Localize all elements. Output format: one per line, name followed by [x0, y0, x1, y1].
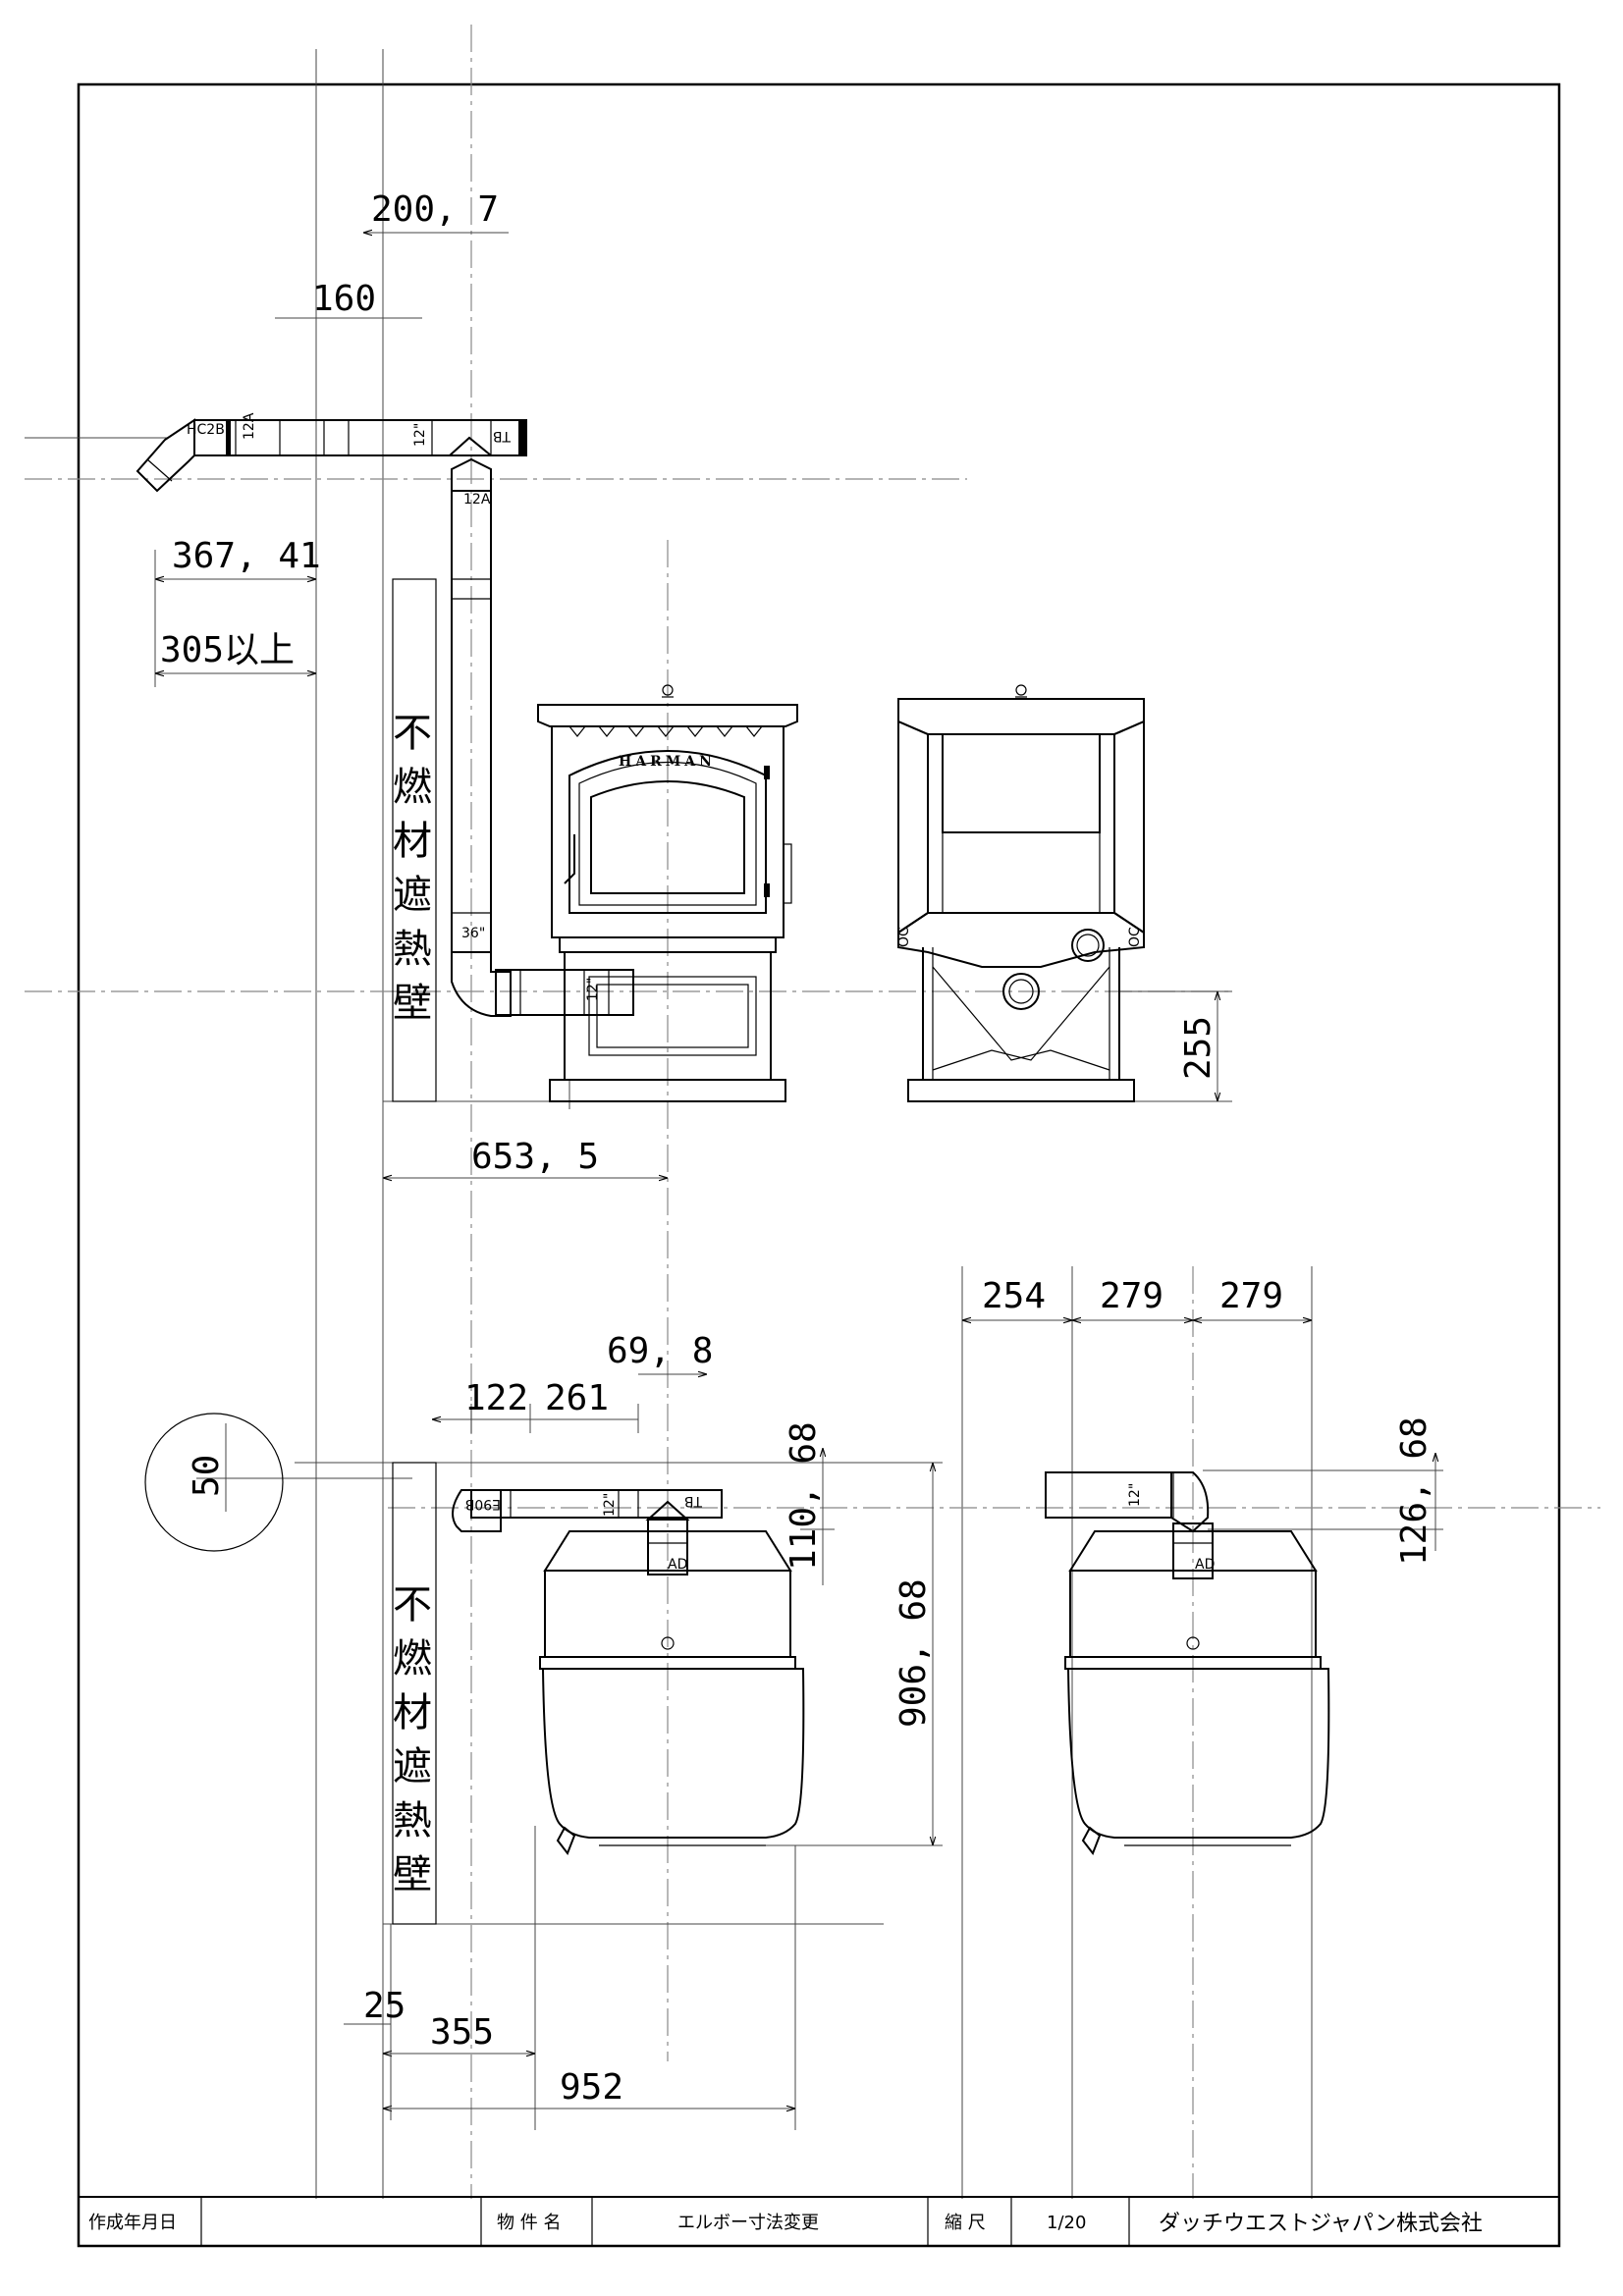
dim-126-68: 126, 68 [1394, 1416, 1434, 1566]
dim-367-41: 367, 41 [172, 536, 321, 576]
label-ad-2: AD [1195, 1557, 1215, 1573]
stove-front-elevation: HARMAN [537, 684, 798, 1102]
dim-50: 50 [187, 1455, 227, 1497]
svg-text:材: 材 [393, 1690, 432, 1735]
oc-left-label: OC [896, 927, 912, 947]
dim-254: 254 [982, 1276, 1046, 1316]
dim-255: 255 [1178, 1016, 1218, 1080]
stove-side-elevation: OC OC [896, 684, 1145, 1102]
svg-text:不: 不 [393, 1582, 432, 1628]
label-12in-plan2: 12" [1127, 1483, 1143, 1507]
dim-25: 25 [363, 1986, 406, 2026]
dim-261: 261 [545, 1378, 609, 1418]
label-12a-top: 12A [242, 412, 257, 440]
label-ad-1: AD [668, 1557, 687, 1573]
wall-label-upper: 不 燃 材 遮 熱 壁 [393, 711, 432, 1026]
dim-653-5: 653, 5 [471, 1137, 599, 1177]
dim-279-a: 279 [1100, 1276, 1163, 1316]
stove-plan-view-right [1045, 1471, 1330, 1856]
top-flue-pipe [135, 418, 527, 493]
title-scale-label: 縮 尺 [945, 2213, 986, 2233]
brand-label: HARMAN [619, 754, 716, 770]
dim-305: 305以上 [160, 630, 295, 670]
heat-shield-walls [392, 578, 437, 1925]
label-36in: 36" [461, 926, 485, 941]
dim-355: 355 [430, 2012, 494, 2053]
svg-text:燃: 燃 [393, 765, 432, 810]
dim-160: 160 [312, 279, 376, 319]
svg-text:遮: 遮 [393, 1744, 432, 1789]
wall-label-lower: 不 燃 材 遮 熱 壁 [393, 1582, 432, 1897]
stove-plan-view-left [144, 1413, 805, 1856]
svg-text:材: 材 [393, 819, 432, 864]
dim-279-b: 279 [1219, 1276, 1283, 1316]
label-12in-side: 12" [585, 978, 601, 1001]
label-12in-plan: 12" [602, 1493, 618, 1517]
title-block: 作成年月日 物 件 名 エルボー寸法変更 縮 尺 1/20 ダッチウエストジャパ… [79, 2196, 1559, 2246]
construction-lines [25, 25, 1600, 2199]
svg-text:熱: 熱 [393, 1798, 432, 1843]
label-12a-vert: 12A [463, 492, 491, 507]
svg-text:遮: 遮 [393, 873, 432, 918]
dim-110-68: 110, 68 [784, 1421, 824, 1571]
label-e90b: E90B [465, 1496, 501, 1512]
drawing-border [77, 82, 1561, 2248]
svg-text:不: 不 [393, 711, 432, 756]
title-scale-value: 1/20 [1047, 2213, 1086, 2233]
svg-text:壁: 壁 [393, 1852, 432, 1897]
label-12in-top: 12" [412, 423, 428, 447]
title-date-label: 作成年月日 [88, 2213, 177, 2233]
dim-200-7: 200, 7 [371, 189, 499, 230]
oc-right-label: OC [1127, 927, 1143, 947]
svg-text:熱: 熱 [393, 927, 432, 972]
dim-906-68: 906, 68 [893, 1578, 934, 1728]
title-name-value: エルボー寸法変更 [677, 2213, 819, 2233]
svg-text:壁: 壁 [393, 981, 432, 1026]
dim-69-8: 69, 8 [607, 1331, 713, 1371]
dim-952: 952 [560, 2067, 623, 2108]
svg-text:燃: 燃 [393, 1636, 432, 1682]
label-tb-plan: TB [684, 1493, 703, 1509]
label-tb-top: TB [493, 428, 512, 444]
title-name-label: 物 件 名 [497, 2213, 561, 2233]
label-hc2b: HC2B [187, 422, 225, 438]
title-company: ダッチウエストジャパン株式会社 [1159, 2212, 1483, 2236]
dim-122: 122 [464, 1378, 528, 1418]
dimension-lines [154, 233, 1435, 2120]
